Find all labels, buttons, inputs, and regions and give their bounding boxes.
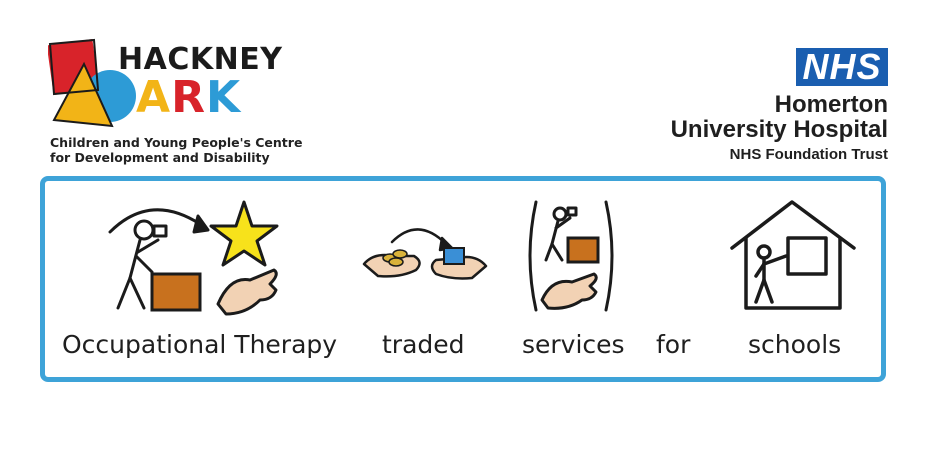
therapy-person-star-icon (108, 200, 279, 316)
school-house-icon (730, 200, 856, 310)
label-for: for (656, 330, 691, 359)
ark-text: ARK (136, 76, 241, 120)
nhs-logo-badge: NHS (796, 48, 888, 86)
label-occupational-therapy: Occupational Therapy (62, 330, 338, 359)
ark-letter-r: R (171, 72, 206, 123)
ark-letter-a: A (136, 72, 172, 123)
hands-exchange-icon (362, 228, 488, 280)
foundation-trust-text: NHS Foundation Trust (729, 146, 888, 163)
hackney-text: HACKNEY (118, 42, 283, 77)
label-services: services (522, 330, 625, 359)
centre-name-line2: for Development and Disability (50, 150, 270, 165)
hospital-name-line2: University Hospital (670, 116, 888, 143)
hackney-ark-logo-icon (48, 38, 136, 128)
ark-letter-k: K (205, 72, 242, 123)
label-schools: schools (748, 330, 842, 359)
centre-name-line1: Children and Young People's Centre (50, 135, 303, 150)
hospital-name-line1: Homerton (774, 91, 888, 118)
service-person-hand-icon (528, 200, 614, 312)
label-traded: traded (382, 330, 465, 359)
